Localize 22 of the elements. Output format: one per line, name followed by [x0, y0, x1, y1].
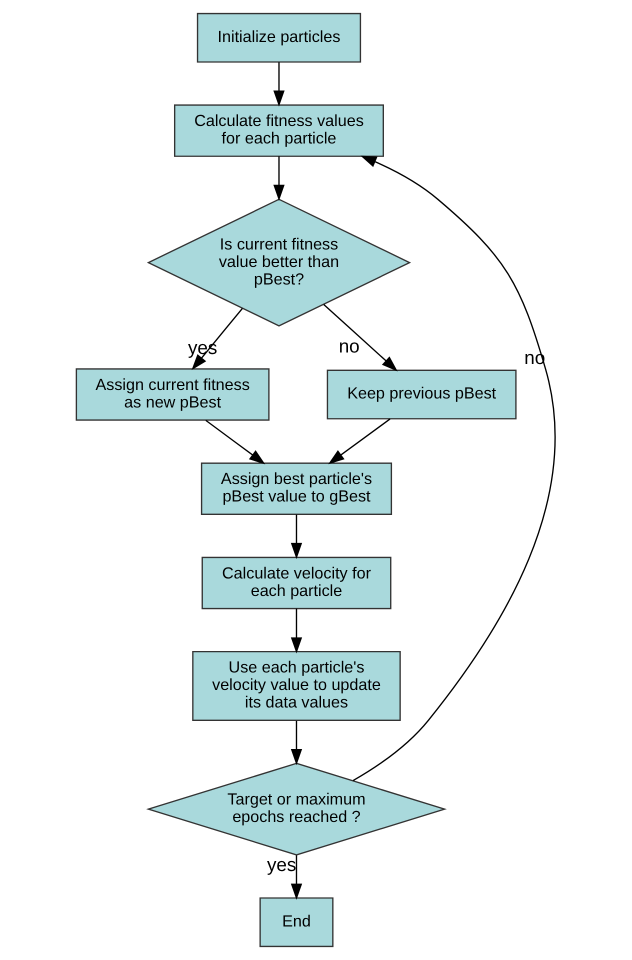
node-box: Assign current fitness as new pBest	[76, 368, 270, 421]
arrow	[290, 720, 302, 766]
arrow	[352, 156, 556, 782]
arrow	[273, 62, 285, 107]
node-box: Initialize particles	[196, 12, 362, 63]
arrow	[290, 608, 302, 654]
edge-label: no	[338, 335, 360, 356]
arrow	[290, 855, 302, 900]
node-diamond: Target or maximum epochs reached ?	[146, 762, 447, 856]
node-diamond: Is current fitness value better than pBest?	[146, 198, 412, 327]
edge-label: yes	[267, 854, 296, 876]
arrow	[290, 514, 302, 560]
node-box: End	[259, 897, 334, 948]
arrow	[328, 418, 390, 464]
node-box: Calculate velocity for each particle	[202, 556, 392, 610]
node-box: Assign best particle's pBest value to gBest	[200, 462, 392, 515]
arrow	[205, 420, 266, 464]
node-box: Calculate fitness values for each particle	[174, 104, 384, 157]
arrow	[323, 304, 398, 372]
node-box: Use each particle's velocity value to update its data values	[192, 650, 401, 721]
arrow	[273, 156, 285, 201]
node-box: Keep previous pBest	[326, 370, 517, 420]
